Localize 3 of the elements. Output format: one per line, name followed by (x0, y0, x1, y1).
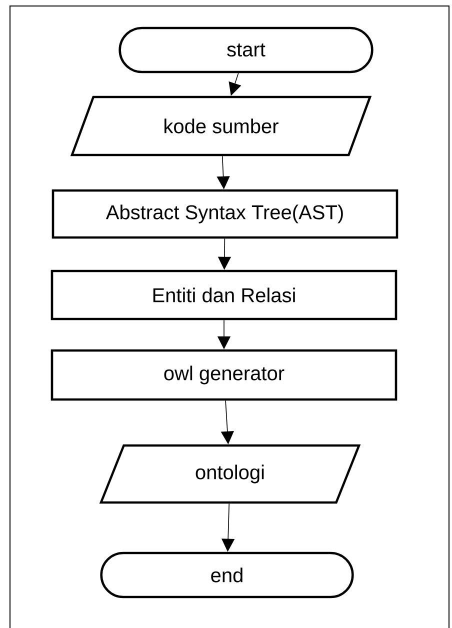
process-box: owl generator (50, 349, 398, 401)
process-box: Abstract Syntax Tree(AST) (52, 189, 398, 239)
process-box: Entiti dan Relasi (50, 270, 398, 320)
